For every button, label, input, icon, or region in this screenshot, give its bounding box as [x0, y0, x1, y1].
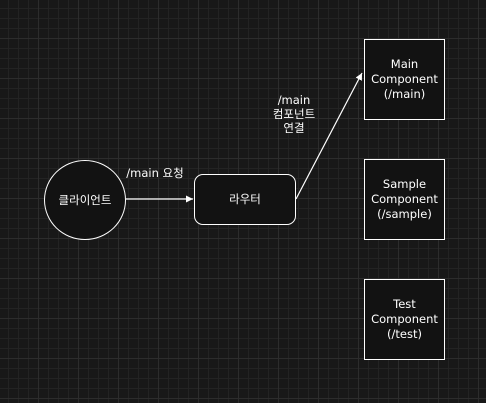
test-component-node[interactable]: Test Component (/test)	[364, 279, 445, 360]
edge-router-to-main	[295, 72, 363, 200]
edge-label-router-to-main: /main 컴포넌트 연결	[272, 93, 316, 135]
router-node[interactable]: 라우터	[194, 174, 296, 225]
main-component-node[interactable]: Main Component (/main)	[364, 39, 445, 120]
sample-component-node[interactable]: Sample Component (/sample)	[364, 159, 445, 240]
client-node[interactable]: 클라이언트	[44, 160, 126, 240]
edge-label-client-to-router: /main 요청	[126, 166, 184, 180]
